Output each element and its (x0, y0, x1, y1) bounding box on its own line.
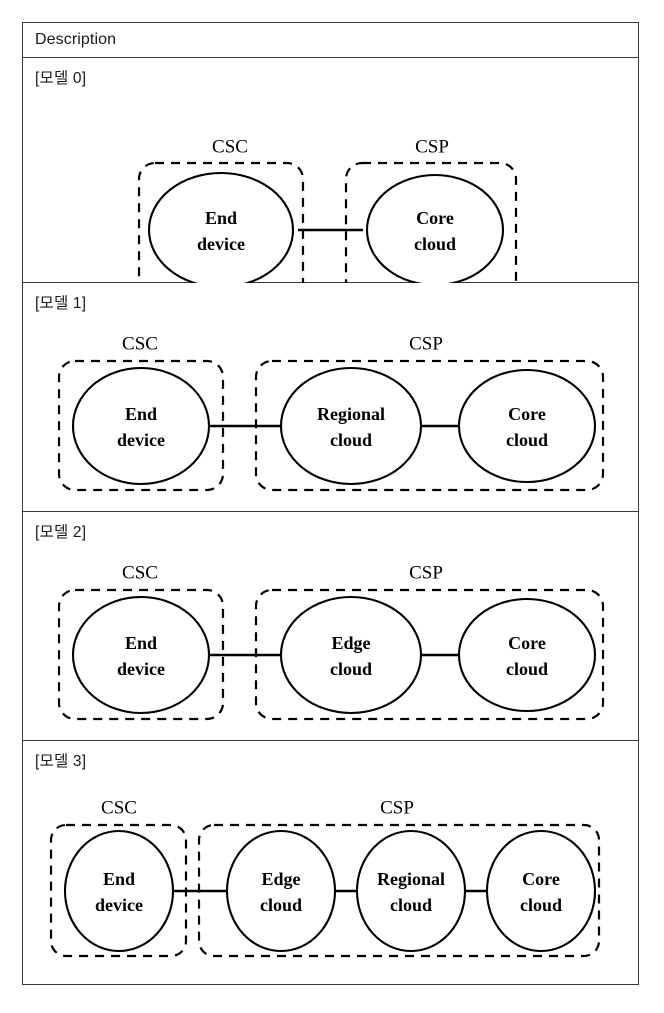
node-end-device-label-line1: End (125, 404, 157, 424)
node-regional-cloud-label-line2: cloud (390, 895, 432, 915)
node-core-cloud-label-line1: Core (508, 404, 546, 424)
zone-label-csp: CSP (409, 333, 443, 354)
description-table: Description [모델 0] CSC CSP End device (22, 22, 639, 985)
node-edge-cloud (225, 829, 337, 953)
zone-box-csc (57, 359, 225, 492)
zone-box-csp (344, 161, 518, 283)
model-label-3: [모델 3] (35, 753, 87, 770)
node-regional-cloud (355, 829, 467, 953)
diagram-model-3: CSC CSP End device Edge cloud Regional c… (23, 741, 638, 984)
node-regional-cloud-label-line2: cloud (330, 430, 372, 450)
zone-label-csc: CSC (122, 562, 158, 583)
node-edge-cloud-label-line1: Edge (331, 633, 370, 653)
table-header-description: Description (35, 31, 117, 48)
node-regional-cloud (279, 366, 423, 486)
node-end-device-label-line2: device (197, 234, 245, 254)
table-row: [모델 2] CSC CSP End device Edge cloud Cor… (23, 512, 638, 741)
model-0-svg: CSC CSP End device Core cloud (137, 136, 518, 283)
node-end-device (71, 366, 211, 486)
node-core-cloud-label-line2: cloud (506, 430, 548, 450)
node-core-cloud-label-line1: Core (522, 869, 560, 889)
zone-box-csc (57, 588, 225, 721)
model-label-0: [모델 0] (35, 70, 87, 87)
zone-label-csp: CSP (380, 797, 414, 818)
node-core-cloud-label-line2: cloud (506, 659, 548, 679)
node-end-device (71, 595, 211, 715)
table-row: [모델 3] CSC CSP End device Edge cloud Reg… (23, 741, 638, 984)
node-end-device-label-line2: device (117, 430, 165, 450)
node-regional-cloud-label-line1: Regional (317, 404, 385, 424)
model-2-svg: CSC CSP End device Edge cloud Core cloud (57, 562, 605, 721)
table-row: [모델 0] CSC CSP End device Core cloud (23, 58, 638, 283)
node-core-cloud (457, 597, 597, 713)
zone-label-csp: CSP (415, 136, 449, 157)
zone-label-csc: CSC (212, 136, 248, 157)
node-core-cloud (365, 173, 505, 283)
node-end-device (147, 171, 295, 283)
node-core-cloud (457, 368, 597, 484)
table-row: [모델 1] CSC CSP End device Regional cloud… (23, 283, 638, 512)
node-edge-cloud-label-line2: cloud (260, 895, 302, 915)
node-core-cloud (485, 829, 597, 953)
node-edge-cloud-label-line2: cloud (330, 659, 372, 679)
node-regional-cloud-label-line1: Regional (377, 869, 445, 889)
node-core-cloud-label-line2: cloud (414, 234, 456, 254)
model-1-svg: CSC CSP End device Regional cloud Core c… (57, 333, 605, 492)
model-label-1: [모델 1] (35, 295, 87, 312)
node-core-cloud-label-line1: Core (416, 208, 454, 228)
node-end-device-label-line2: device (95, 895, 143, 915)
node-end-device-label-line2: device (117, 659, 165, 679)
node-end-device-label-line1: End (125, 633, 157, 653)
zone-label-csc: CSC (101, 797, 137, 818)
node-core-cloud-label-line2: cloud (520, 895, 562, 915)
diagram-model-0: CSC CSP End device Core cloud (23, 58, 638, 283)
model-label-2: [모델 2] (35, 524, 87, 541)
zone-label-csp: CSP (409, 562, 443, 583)
table-header-row: Description (23, 23, 638, 58)
node-edge-cloud (279, 595, 423, 715)
node-end-device-label-line1: End (103, 869, 135, 889)
node-end-device-label-line1: End (205, 208, 237, 228)
model-3-svg: CSC CSP End device Edge cloud Regional c… (49, 797, 601, 958)
node-core-cloud-label-line1: Core (508, 633, 546, 653)
node-edge-cloud-label-line1: Edge (261, 869, 300, 889)
diagram-model-1: CSC CSP End device Regional cloud Core c… (23, 283, 638, 511)
diagram-model-2: CSC CSP End device Edge cloud Core cloud (23, 512, 638, 740)
node-end-device (63, 829, 175, 953)
zone-label-csc: CSC (122, 333, 158, 354)
